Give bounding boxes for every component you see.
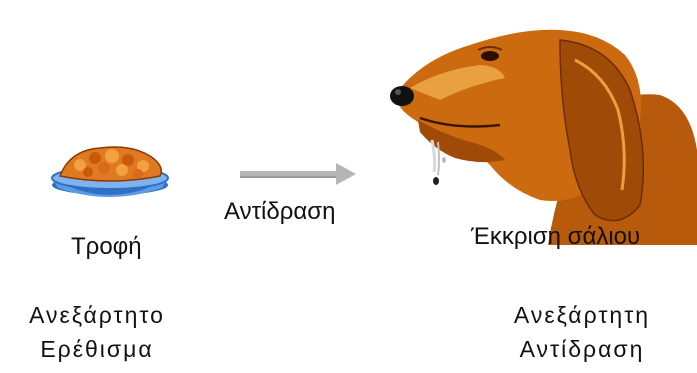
independent-stimulus-label: Ανεξάρτητο Ερέθισμα: [8, 298, 186, 366]
dog-head-icon: [390, 30, 697, 245]
food-label: Τροφή: [71, 233, 142, 261]
response-line-2: Αντίδραση: [492, 332, 672, 366]
arrow-right-icon: [240, 163, 356, 185]
food-bowl-icon: [52, 147, 168, 197]
stimulus-line-2: Ερέθισμα: [8, 332, 186, 366]
independent-response-label: Ανεξάρτητη Αντίδραση: [492, 298, 672, 366]
stimulus-line-1: Ανεξάρτητο: [8, 298, 186, 332]
arrow-label: Αντίδραση: [224, 198, 335, 226]
response-line-1: Ανεξάρτητη: [492, 298, 672, 332]
saliva-label: Έκκριση σάλιου: [471, 223, 640, 251]
